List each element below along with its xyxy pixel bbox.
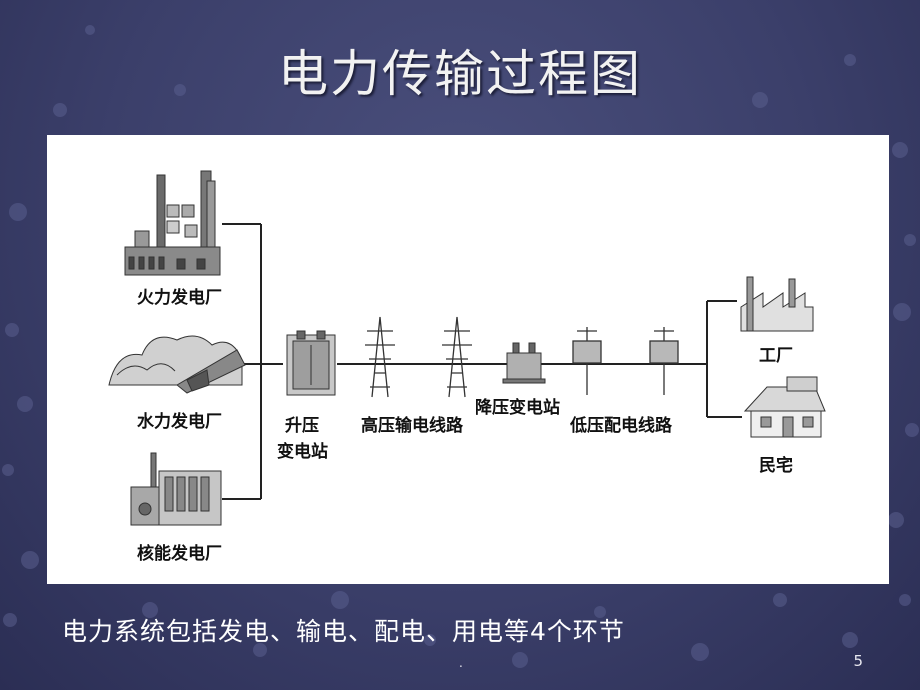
step-down-substation-label: 降压变电站 [475, 398, 560, 418]
high-voltage-line-label: 高压输电线路 [361, 416, 463, 436]
nuclear-plant-icon [130, 452, 222, 526]
nuclear-plant-label: 核能发电厂 [137, 544, 222, 564]
low-voltage-line-label: 低压配电线路 [570, 416, 672, 436]
page-number: 5 [853, 652, 863, 670]
step-up-label-line1: 升压 [285, 416, 319, 436]
factory-label: 工厂 [759, 346, 793, 366]
slide-caption: 电力系统包括发电、输电、配电、用电等4个环节 [62, 617, 625, 646]
high-voltage-tower-icon [365, 316, 472, 398]
footer-mark: . [459, 656, 463, 670]
hydro-plant-label: 水力发电厂 [137, 412, 222, 432]
residence-label: 民宅 [759, 456, 793, 476]
power-transmission-diagram: 火力发电厂 水力发电厂 核能发电厂 升压 变电站 高压输电线路 降压变电站 低压… [47, 135, 889, 584]
slide-title: 电力传输过程图 [278, 45, 642, 103]
hydro-plant-icon [108, 335, 246, 394]
step-up-label-line2: 变电站 [277, 442, 328, 462]
factory-icon [740, 276, 814, 332]
residence-icon [743, 376, 826, 438]
thermal-plant-icon [124, 170, 221, 276]
step-up-substation-icon [286, 330, 336, 396]
low-voltage-pole-icon [572, 327, 679, 395]
step-down-substation-icon [502, 342, 546, 384]
thermal-plant-label: 火力发电厂 [137, 288, 222, 308]
diagram-graphics [108, 170, 826, 526]
